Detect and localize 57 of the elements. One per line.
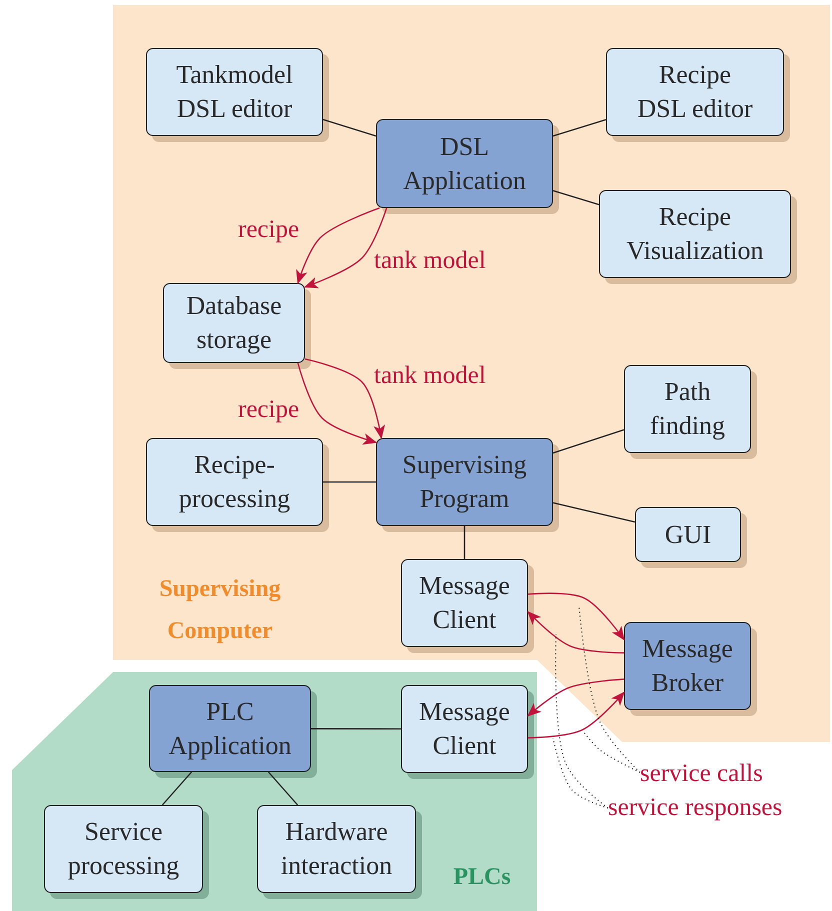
connector-line [268,772,298,806]
connector-line [552,502,636,523]
connector-line [552,190,600,206]
module-box [401,685,528,773]
module-box [163,283,305,363]
box-label: Message Broker [641,633,734,699]
box-label: Recipe Visualization [625,201,765,267]
box-label: Path finding [648,376,726,442]
region-label: Supervising Computer [158,575,282,646]
module-box [401,559,528,647]
region-label: PLCs [452,863,512,892]
box-label: Database storage [185,290,283,356]
arrow [304,208,388,288]
module-box [146,438,323,526]
box-label: GUI [664,518,712,550]
arrow [528,592,625,641]
component-box [149,685,311,772]
module-box [146,48,323,136]
leader-line [578,606,640,773]
box-label: PLC Application [168,696,292,762]
box-label: Recipe DSL editor [636,59,754,125]
arrow [527,610,624,654]
box-label: Message Client [418,570,511,636]
arrow [527,678,624,717]
box-label: Message Client [418,696,511,762]
annotation-label: service calls [640,758,763,790]
box-label: Supervising Program [401,449,528,515]
region-panel [12,672,537,911]
connector-line [311,728,401,730]
connector-line [322,118,376,137]
arrow [297,362,378,445]
arrow [528,692,625,738]
connector-line [552,429,624,454]
component-box [624,622,751,710]
connector-line [552,118,606,137]
box-label: Hardware interaction [280,816,394,882]
annotation-label: service responses [608,792,782,824]
connector-line [162,772,192,806]
arrow [296,207,380,284]
arrow [304,358,385,440]
component-box [376,438,553,526]
connector-line [323,481,376,483]
module-box [257,805,416,893]
component-box [376,119,553,208]
module-box [44,805,203,893]
box-label: Tankmodel DSL editor [175,59,294,125]
module-box [599,190,791,278]
box-label: Service processing [66,816,180,882]
module-box [606,48,784,136]
connector-line [464,526,466,559]
box-label: Recipe-processing [178,449,292,515]
leader-line [582,730,640,773]
module-box [624,365,751,453]
box-label: DSL Application [402,130,527,196]
leader-line [555,634,608,808]
leader-line [552,738,608,809]
module-box [635,507,741,562]
